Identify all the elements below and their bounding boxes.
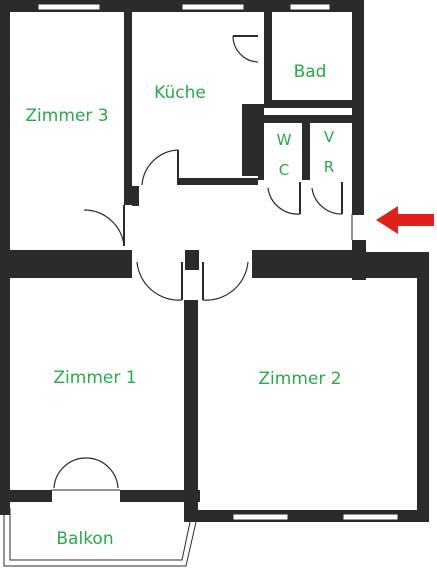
zimmer1-door-swing: [136, 261, 183, 301]
wc-door-swing: [267, 187, 301, 215]
kueche-door-gap: [132, 150, 142, 185]
wall-bad-bottom: [264, 100, 358, 108]
label-wc-w: W: [277, 131, 292, 149]
interior-walls: [0, 10, 424, 522]
wall-wc-vr: [302, 115, 310, 180]
zimmer3-door-swing: [83, 209, 125, 247]
balcony: [3, 502, 197, 567]
window-zimmer2-right: [342, 513, 399, 521]
windows: [37, 3, 399, 521]
label-zimmer3: Zimmer 3: [25, 106, 108, 126]
label-bad: Bad: [294, 62, 327, 82]
bad-door-swing: [232, 35, 259, 63]
wall-z3-z1: [0, 250, 132, 278]
balcony-door-gap: [52, 488, 120, 504]
window-bad: [289, 3, 331, 11]
kueche-door-swing: [141, 149, 179, 186]
wall-door-jamb-mid: [185, 250, 199, 270]
wall-wc-left: [258, 115, 264, 180]
balcony-railing-outer: [3, 502, 197, 567]
zimmer3-door-gap: [124, 205, 132, 245]
balcony-door-swing-right: [85, 457, 119, 489]
arrow-left-icon: [376, 206, 434, 234]
doors: [83, 35, 353, 301]
wall-z3-kueche: [124, 10, 132, 205]
label-balkon: Balkon: [56, 529, 113, 549]
balcony-door: [53, 457, 119, 489]
wall-corridor-stub: [132, 186, 139, 206]
label-vr-v: V: [324, 128, 335, 146]
balcony-door-swing-left: [53, 457, 87, 489]
window-zimmer3: [37, 3, 101, 11]
wall-right-lower: [417, 252, 429, 522]
vr-door-swing: [311, 187, 343, 215]
balcony-railing-inner: [9, 508, 191, 561]
zimmer2-door-swing: [202, 261, 249, 301]
wall-z2-top-right: [364, 252, 424, 278]
wall-kueche-bad: [264, 10, 272, 105]
wall-entrance-jamb: [352, 240, 366, 280]
window-zimmer2-left: [232, 513, 289, 521]
label-wc-c: C: [279, 161, 289, 179]
label-kueche: Küche: [154, 83, 206, 103]
wall-corridor-z2: [252, 250, 352, 278]
wall-kueche-bottom: [178, 178, 258, 185]
wall-wc-top: [264, 115, 352, 123]
label-zimmer1: Zimmer 1: [53, 368, 136, 388]
label-zimmer2: Zimmer 2: [258, 369, 341, 389]
wall-z1-z2: [184, 300, 198, 522]
window-kueche: [181, 3, 245, 11]
label-vr-r: R: [324, 158, 334, 176]
